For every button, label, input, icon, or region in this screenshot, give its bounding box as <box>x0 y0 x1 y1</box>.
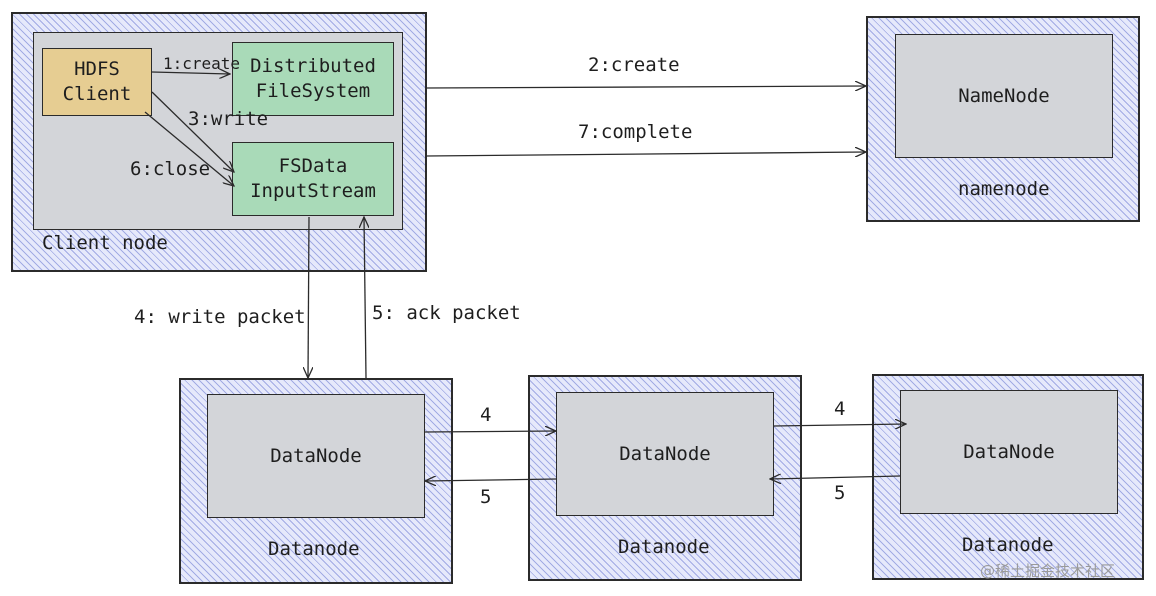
datanode-label-3: Datanode <box>962 534 1054 556</box>
edge-label-dn-forward-1: 4 <box>480 404 492 426</box>
client-node-label: Client node <box>42 232 168 254</box>
edge-label-dn-back-1: 5 <box>480 486 492 508</box>
arrow-write-local <box>151 91 234 172</box>
edge-label-complete: 7:complete <box>578 121 693 143</box>
datanode-inner-1: DataNode <box>207 394 425 518</box>
watermark: @稀土掘金技术社区 <box>980 562 1116 580</box>
arrow-complete-namenode <box>425 152 866 156</box>
step-close-label: 6:close <box>130 158 211 180</box>
arrow-write-packet <box>308 216 309 378</box>
arrow-create-namenode <box>425 86 866 88</box>
edge-label-dn-back-2: 5 <box>834 482 846 504</box>
edge-label-write-packet: 4: write packet <box>134 306 306 328</box>
arrow-dn2-to-dn3 <box>773 424 906 426</box>
namenode-label: namenode <box>958 178 1050 200</box>
distributed-filesystem-box: Distributed FileSystem <box>232 42 394 116</box>
datanode-label-1: Datanode <box>268 538 360 560</box>
arrow-create-local <box>151 72 230 74</box>
step-write-label: 3:write <box>188 108 269 130</box>
datanode-label-2: Datanode <box>618 536 710 558</box>
arrow-close-local <box>144 111 234 186</box>
datanode-inner-2: DataNode <box>556 392 774 516</box>
edge-label-dn-forward-2: 4 <box>834 398 846 420</box>
edge-label-create: 2:create <box>588 54 680 76</box>
namenode-inner: NameNode <box>895 34 1113 158</box>
arrow-dn2-to-dn1 <box>425 479 557 481</box>
step-create-label: 1:create <box>163 54 241 73</box>
hdfs-client-box: HDFS Client <box>42 48 152 116</box>
arrow-ack-packet <box>364 217 366 379</box>
datanode-inner-3: DataNode <box>900 390 1118 514</box>
arrow-dn3-to-dn2 <box>770 476 901 479</box>
edge-label-ack-packet: 5: ack packet <box>372 302 521 324</box>
arrow-dn1-to-dn2 <box>424 431 556 432</box>
fsdata-inputstream-box: FSData InputStream <box>232 142 394 216</box>
